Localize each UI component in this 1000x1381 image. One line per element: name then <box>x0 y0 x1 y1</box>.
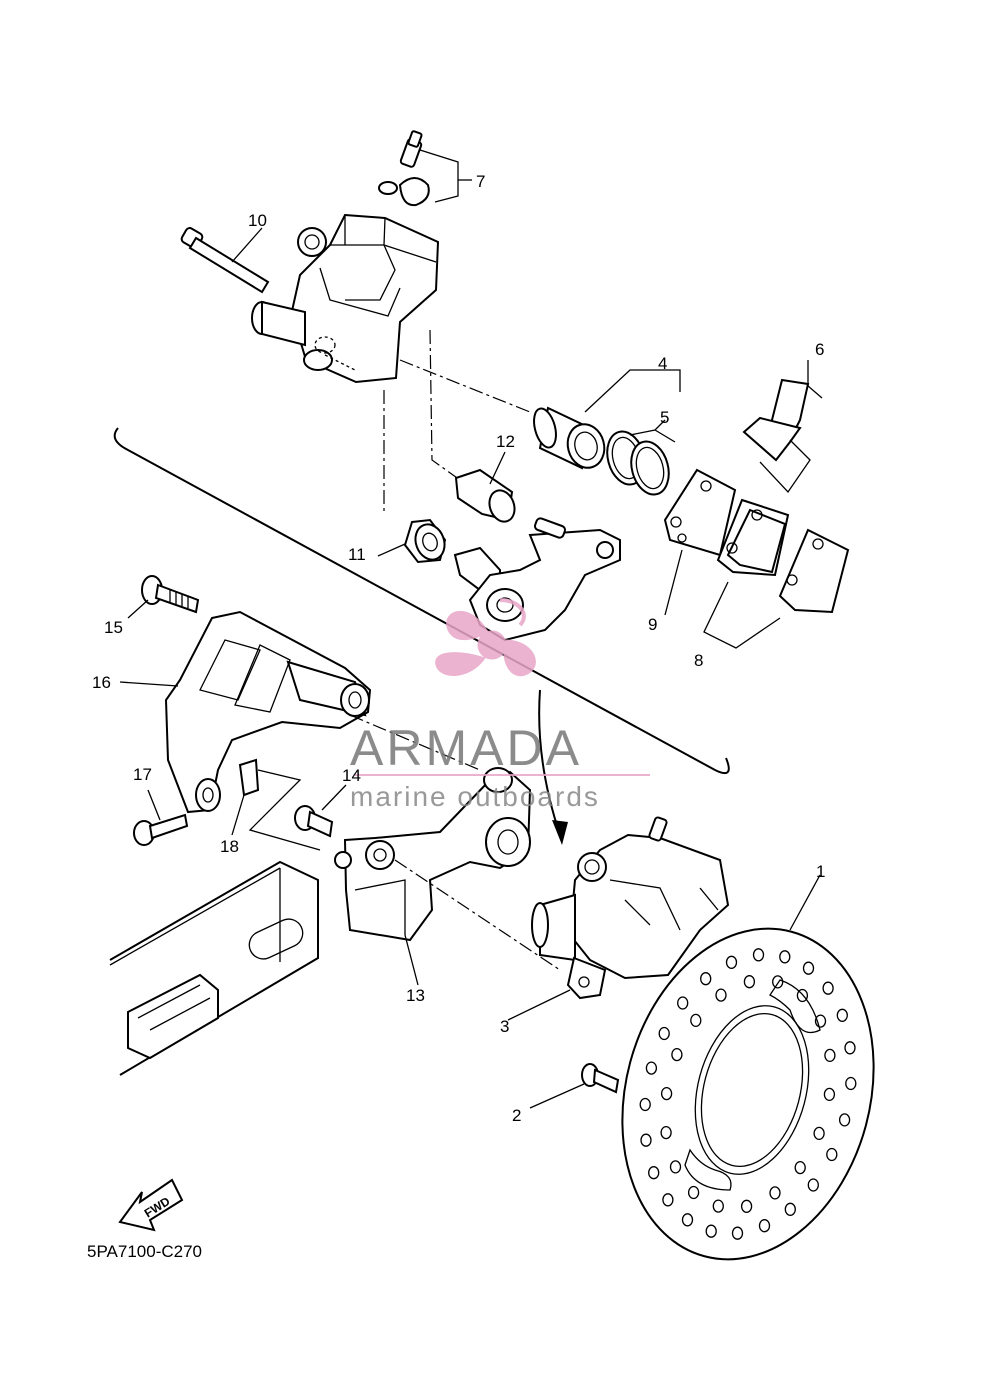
callout-5: 5 <box>660 408 669 427</box>
disc-vent-hole <box>658 1026 670 1041</box>
swingarm <box>109 860 319 1076</box>
callout-16: 16 <box>92 673 111 692</box>
disc-vent-hole <box>645 1061 658 1075</box>
disc-vent-hole <box>822 981 834 995</box>
callout-3: 3 <box>500 1017 509 1036</box>
disc-vent-hole <box>700 972 712 986</box>
part-caliper-bracket-exploded[interactable] <box>453 517 621 642</box>
disc-vent-hole <box>660 1125 672 1140</box>
part-7-bleed-screw[interactable] <box>378 130 472 207</box>
disc-vent-hole <box>824 1048 836 1063</box>
disc-vent-hole <box>681 1213 694 1227</box>
assembly-line <box>399 359 531 413</box>
disc-vent-hole <box>844 1041 856 1055</box>
disc-vent-hole <box>784 1202 796 1216</box>
part-15-bolt[interactable] <box>127 575 200 619</box>
disc-vent-hole <box>802 961 815 975</box>
disc-vent-hole <box>838 1113 851 1127</box>
callout-11: 11 <box>348 545 366 564</box>
callout-6: 6 <box>815 340 824 359</box>
disc-vent-hole <box>758 1219 771 1233</box>
watermark: ARMADA marine outboards <box>350 598 650 812</box>
part-14-bolt[interactable] <box>294 784 347 838</box>
part-13-caliper-bracket[interactable] <box>334 767 532 986</box>
propeller-icon <box>435 598 536 677</box>
disc-vent-hole <box>671 1047 683 1062</box>
part-10-caliper-pin[interactable] <box>180 227 270 294</box>
assembly-arrow <box>538 689 561 836</box>
disc-vent-hole <box>743 975 756 989</box>
watermark-brand: ARMADA <box>350 720 582 776</box>
disc-vent-hole <box>779 950 791 964</box>
fwd-arrow-icon: FWD <box>118 1178 184 1232</box>
callout-9: 9 <box>648 615 657 634</box>
part-4-piston[interactable] <box>530 369 681 472</box>
assembly-line <box>429 329 461 481</box>
disc-vent-hole <box>845 1076 857 1091</box>
disc-vent-hole <box>639 1097 651 1112</box>
part-17-bolt[interactable] <box>133 789 189 846</box>
disc-vent-hole <box>794 1160 806 1175</box>
part-1-brake-disc[interactable] <box>587 874 910 1288</box>
disc-vent-hole <box>725 955 738 969</box>
assembly-line <box>349 714 481 771</box>
part-6-pad-spring[interactable] <box>742 360 823 494</box>
disc-vent-hole <box>715 988 727 1002</box>
disc-vent-hole <box>669 1160 682 1174</box>
disc-vent-hole <box>740 1199 753 1213</box>
callout-2: 2 <box>512 1106 521 1125</box>
callout-8: 8 <box>694 651 703 670</box>
callout-15: 15 <box>104 618 123 637</box>
diagram-code: 5PA7100-C270 <box>87 1242 202 1261</box>
disc-vent-hole <box>662 1193 674 1207</box>
disc-vent-hole <box>814 1014 827 1028</box>
disc-vent-hole <box>690 1013 702 1028</box>
part-11-caliper-boot[interactable] <box>377 518 449 564</box>
disc-vent-hole <box>687 1185 700 1200</box>
callout-18: 18 <box>220 837 239 856</box>
disc-vent-hole <box>836 1008 848 1022</box>
disc-vent-hole <box>769 1186 781 1200</box>
disc-vent-hole <box>677 996 689 1010</box>
assembly-arrow-head <box>552 820 568 845</box>
part-9-pad-shim[interactable] <box>663 468 737 616</box>
disc-vent-hole <box>712 1199 724 1213</box>
callout-7: 7 <box>476 172 485 191</box>
disc-vent-hole <box>772 975 784 989</box>
part-8-brake-pads[interactable] <box>703 498 850 649</box>
callout-4: 4 <box>658 354 667 373</box>
disc-vent-hole <box>823 1087 836 1102</box>
callout-17: 17 <box>133 765 152 784</box>
part-2-disc-screw[interactable] <box>529 1063 620 1109</box>
callout-14: 14 <box>342 766 361 785</box>
callout-10: 10 <box>248 211 267 230</box>
disc-vent-hole <box>648 1166 660 1180</box>
disc-vent-hole <box>640 1133 652 1147</box>
callout-1: 1 <box>816 862 825 881</box>
part-3-caliper-assembly[interactable] <box>507 816 730 1021</box>
part-18-clip[interactable] <box>231 758 321 851</box>
disc-vent-hole <box>807 1178 819 1192</box>
disc-vent-hole <box>660 1086 673 1101</box>
disc-vent-hole <box>705 1224 717 1238</box>
part-5-piston-seals[interactable] <box>602 419 676 499</box>
disc-vent-hole <box>813 1126 825 1141</box>
watermark-tagline: marine outboards <box>350 781 600 812</box>
assembly-line <box>394 859 561 971</box>
part-caliper-body-exploded[interactable] <box>251 213 440 384</box>
disc-vent-hole <box>752 948 765 962</box>
disc-vent-hole <box>826 1147 838 1162</box>
callout-13: 13 <box>406 986 425 1005</box>
disc-vent-hole <box>796 988 809 1003</box>
exploded-view-bracket <box>113 427 730 774</box>
part-16-caliper-support-bracket[interactable] <box>119 610 372 814</box>
disc-vent-hole <box>731 1226 744 1240</box>
callout-12: 12 <box>496 432 515 451</box>
part-12-pin-boot[interactable] <box>454 451 519 525</box>
